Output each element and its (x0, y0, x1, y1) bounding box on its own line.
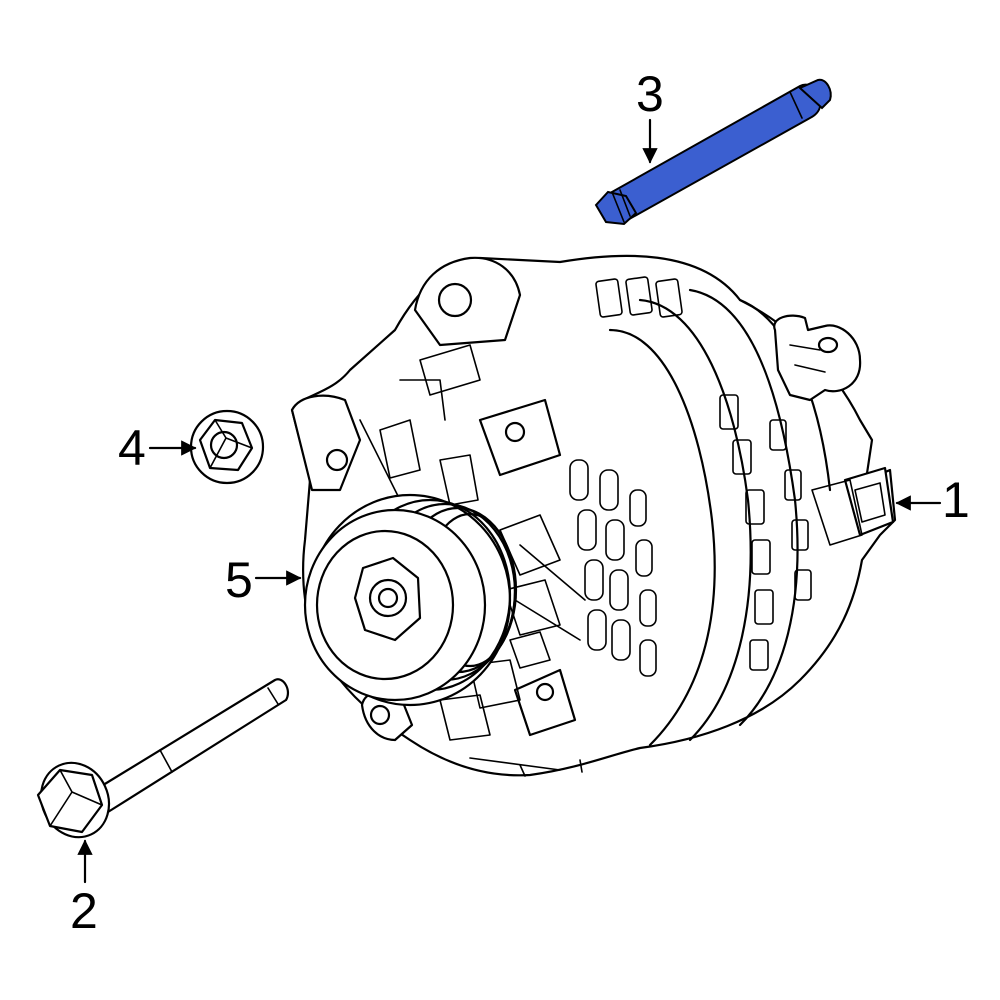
front-cooling-slots (569, 459, 657, 677)
callout-2: 2 (70, 839, 98, 939)
callout-3-label: 3 (636, 66, 664, 122)
bottom-mount-hole (369, 704, 391, 726)
mounting-bolt[interactable] (29, 678, 290, 848)
callout-5: 5 (225, 552, 302, 608)
top-mount-hole (437, 282, 473, 318)
alternator-stud[interactable] (594, 78, 832, 226)
callout-4: 4 (118, 420, 197, 476)
regulator-connector (811, 466, 895, 546)
pulley[interactable] (303, 493, 518, 707)
hex-nut[interactable] (189, 409, 265, 485)
b-plus-terminal (773, 314, 862, 402)
left-mount-hole (325, 448, 349, 472)
rear-cooling-slots (595, 276, 812, 671)
callout-3: 3 (636, 66, 664, 164)
callout-1: 1 (895, 472, 970, 528)
callout-2-label: 2 (70, 883, 98, 939)
callout-1-label: 1 (942, 472, 970, 528)
callout-4-label: 4 (118, 420, 146, 476)
callout-5-label: 5 (225, 552, 253, 608)
